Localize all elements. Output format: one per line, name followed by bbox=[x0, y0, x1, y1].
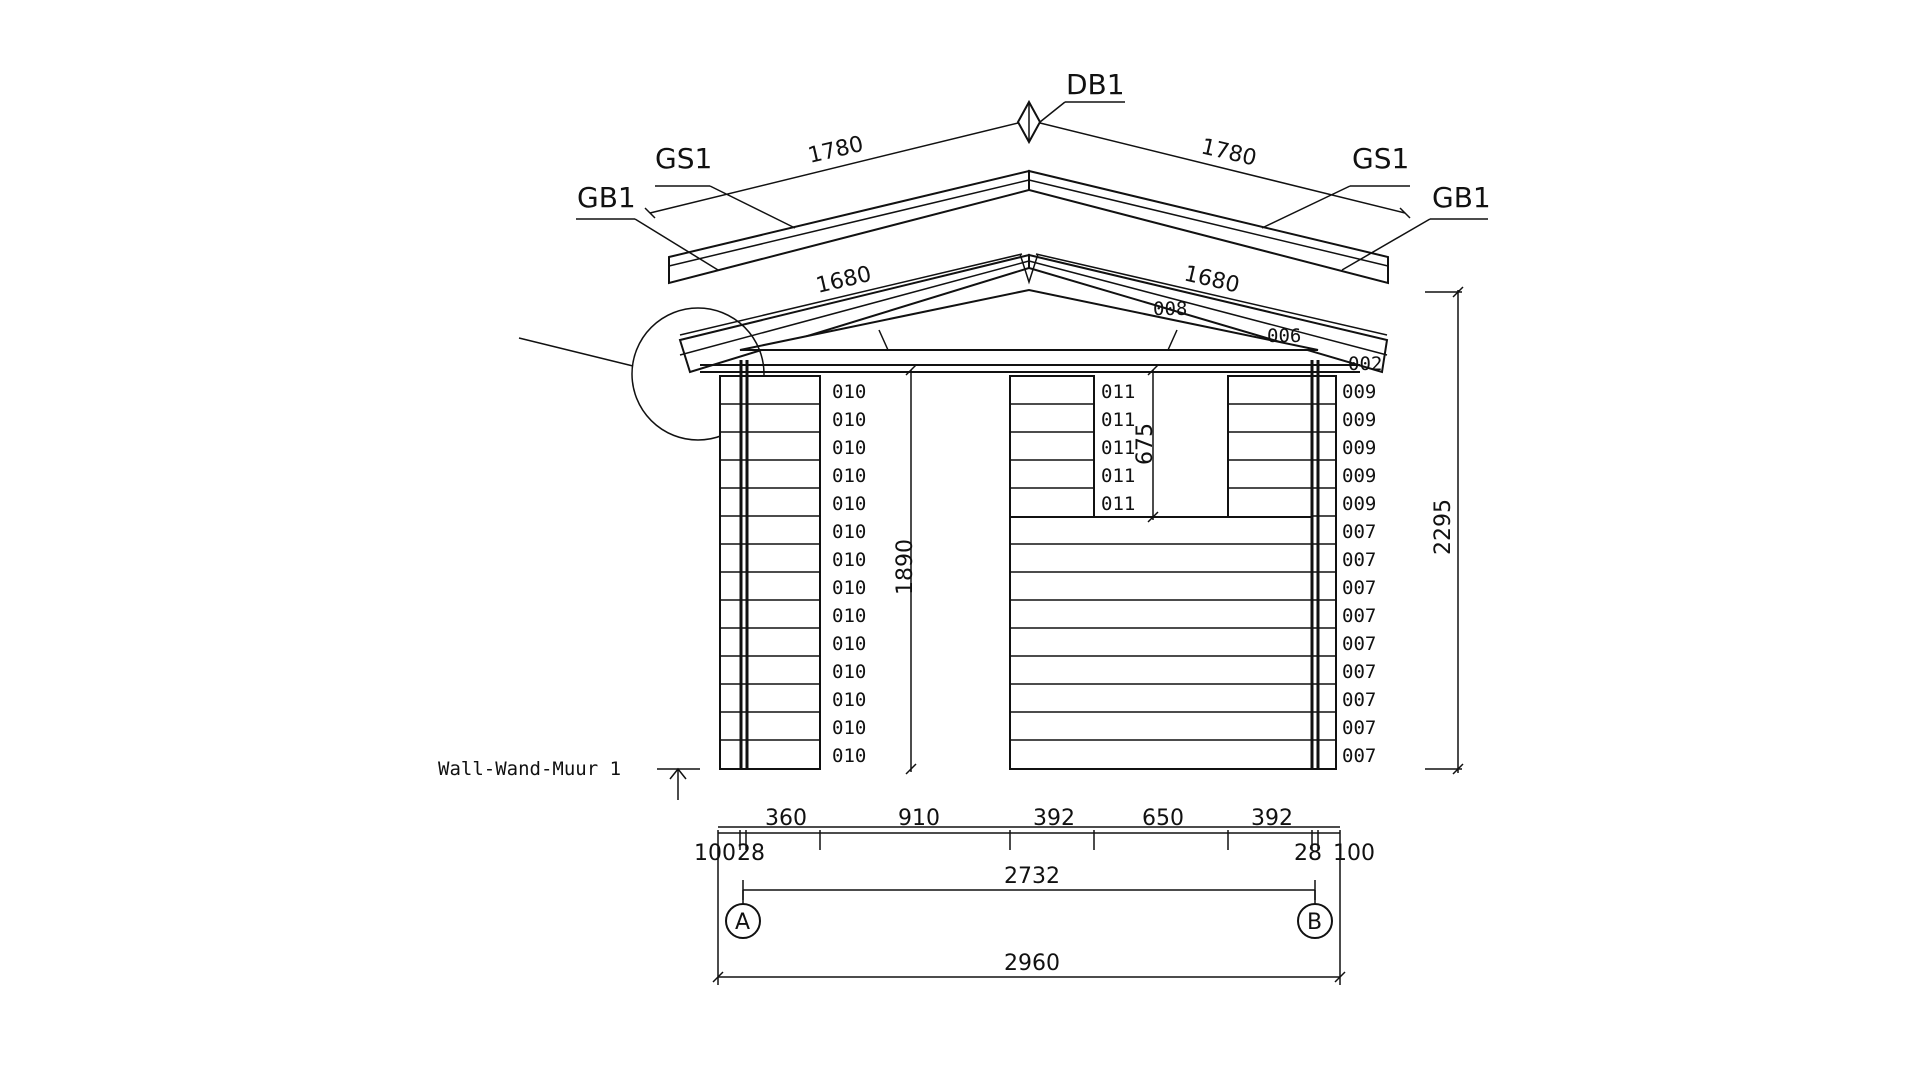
axis-bubble-a bbox=[725, 903, 761, 939]
plank-label-window: 011 bbox=[1101, 465, 1135, 487]
plank-label-right: 007 bbox=[1342, 577, 1376, 599]
dim-window-height: 675 bbox=[1133, 423, 1158, 465]
part-008: 008 bbox=[1153, 298, 1187, 320]
dim-lower-left: 1680 bbox=[814, 262, 874, 299]
part-006: 006 bbox=[1267, 325, 1301, 347]
plank-label-left: 010 bbox=[832, 521, 866, 543]
plank-label-left: 010 bbox=[832, 409, 866, 431]
dim-total-height: 2295 bbox=[1431, 499, 1456, 555]
plank-label-right: 007 bbox=[1342, 745, 1376, 767]
dim-left-post: 28 bbox=[737, 841, 765, 866]
plank-label-left: 010 bbox=[832, 633, 866, 655]
axis-markers: A B bbox=[725, 890, 1333, 939]
label-gs1-left: GS1 bbox=[655, 142, 712, 175]
plank-label-right: 007 bbox=[1342, 717, 1376, 739]
plank-label-right: 009 bbox=[1342, 381, 1376, 403]
plank-label-right: 007 bbox=[1342, 633, 1376, 655]
wall-middle-section bbox=[1009, 375, 1313, 770]
label-gs1-right: GS1 bbox=[1352, 142, 1409, 175]
roof-lower-boards bbox=[678, 253, 1389, 374]
label-gb1-left: GB1 bbox=[577, 181, 636, 214]
plank-label-right: 009 bbox=[1342, 409, 1376, 431]
plank-label-right: 007 bbox=[1342, 605, 1376, 627]
plank-label-left: 010 bbox=[832, 605, 866, 627]
plank-label-right: 007 bbox=[1342, 521, 1376, 543]
dim-segment: 392 bbox=[1033, 806, 1075, 831]
plank-label-left: 010 bbox=[832, 465, 866, 487]
total-height-dimension: 2295 bbox=[1425, 286, 1464, 775]
detail-circle bbox=[518, 307, 765, 441]
plank-label-right: 009 bbox=[1342, 465, 1376, 487]
gable-triangle: 008 006 002 bbox=[700, 288, 1382, 375]
axis-label-a: A bbox=[735, 910, 750, 935]
wall-planks bbox=[719, 360, 1337, 770]
dim-upper-right: 1780 bbox=[1199, 134, 1259, 171]
plank-label-right: 007 bbox=[1342, 549, 1376, 571]
dim-right-end: 100 bbox=[1333, 841, 1375, 866]
plank-label-left: 010 bbox=[832, 745, 866, 767]
bottom-dimensions: 360 910 392 650 392 100 28 28 100 2732 2… bbox=[694, 806, 1375, 985]
dim-segment: 392 bbox=[1251, 806, 1293, 831]
dim-door-height: 1890 bbox=[893, 539, 918, 595]
roof-upper-boards bbox=[668, 169, 1389, 285]
dim-upper-left: 1780 bbox=[806, 132, 866, 169]
roof-callouts: GS1 GB1 GS1 GB1 bbox=[576, 142, 1491, 271]
dim-overall-width: 2960 bbox=[1004, 951, 1060, 976]
plank-label-right: 007 bbox=[1342, 661, 1376, 683]
plank-label-right: 009 bbox=[1342, 493, 1376, 515]
dim-left-end: 100 bbox=[694, 841, 736, 866]
label-db1: DB1 bbox=[1066, 68, 1125, 101]
plank-label-left: 010 bbox=[832, 381, 866, 403]
plank-label-left: 010 bbox=[832, 549, 866, 571]
plank-label-left: 010 bbox=[832, 437, 866, 459]
plank-label-window: 011 bbox=[1101, 437, 1135, 459]
plank-label-right: 007 bbox=[1342, 689, 1376, 711]
part-002: 002 bbox=[1348, 353, 1382, 375]
roof-upper-right-board bbox=[1028, 169, 1389, 285]
plank-label-left: 010 bbox=[832, 577, 866, 599]
axis-label-b: B bbox=[1307, 910, 1322, 935]
wall-right-section bbox=[1310, 360, 1337, 770]
dim-segment: 910 bbox=[898, 806, 940, 831]
wall-section-label: Wall-Wand-Muur 1 bbox=[438, 758, 621, 780]
plank-label-right: 009 bbox=[1342, 437, 1376, 459]
plank-label-left: 010 bbox=[832, 661, 866, 683]
opening-dimensions: 1890 675 bbox=[893, 364, 1159, 775]
plank-label-left: 010 bbox=[832, 689, 866, 711]
plank-label-left: 010 bbox=[832, 493, 866, 515]
plank-label-window: 011 bbox=[1101, 493, 1135, 515]
dim-axis-span: 2732 bbox=[1004, 864, 1060, 889]
ridge-cap-symbol: DB1 bbox=[1016, 68, 1125, 145]
label-gb1-right: GB1 bbox=[1432, 181, 1491, 214]
wall-section-marker: Wall-Wand-Muur 1 bbox=[438, 758, 700, 800]
dim-segment: 650 bbox=[1142, 806, 1184, 831]
plank-label-window: 011 bbox=[1101, 381, 1135, 403]
plank-labels: 010 010 010 010 010 010 010 010 010 010 … bbox=[832, 381, 1376, 767]
wall-left-section bbox=[719, 360, 821, 770]
axis-bubble-b bbox=[1297, 903, 1333, 939]
plank-label-window: 011 bbox=[1101, 409, 1135, 431]
dim-segment: 360 bbox=[765, 806, 807, 831]
plank-label-left: 010 bbox=[832, 717, 866, 739]
dim-right-post: 28 bbox=[1294, 841, 1322, 866]
